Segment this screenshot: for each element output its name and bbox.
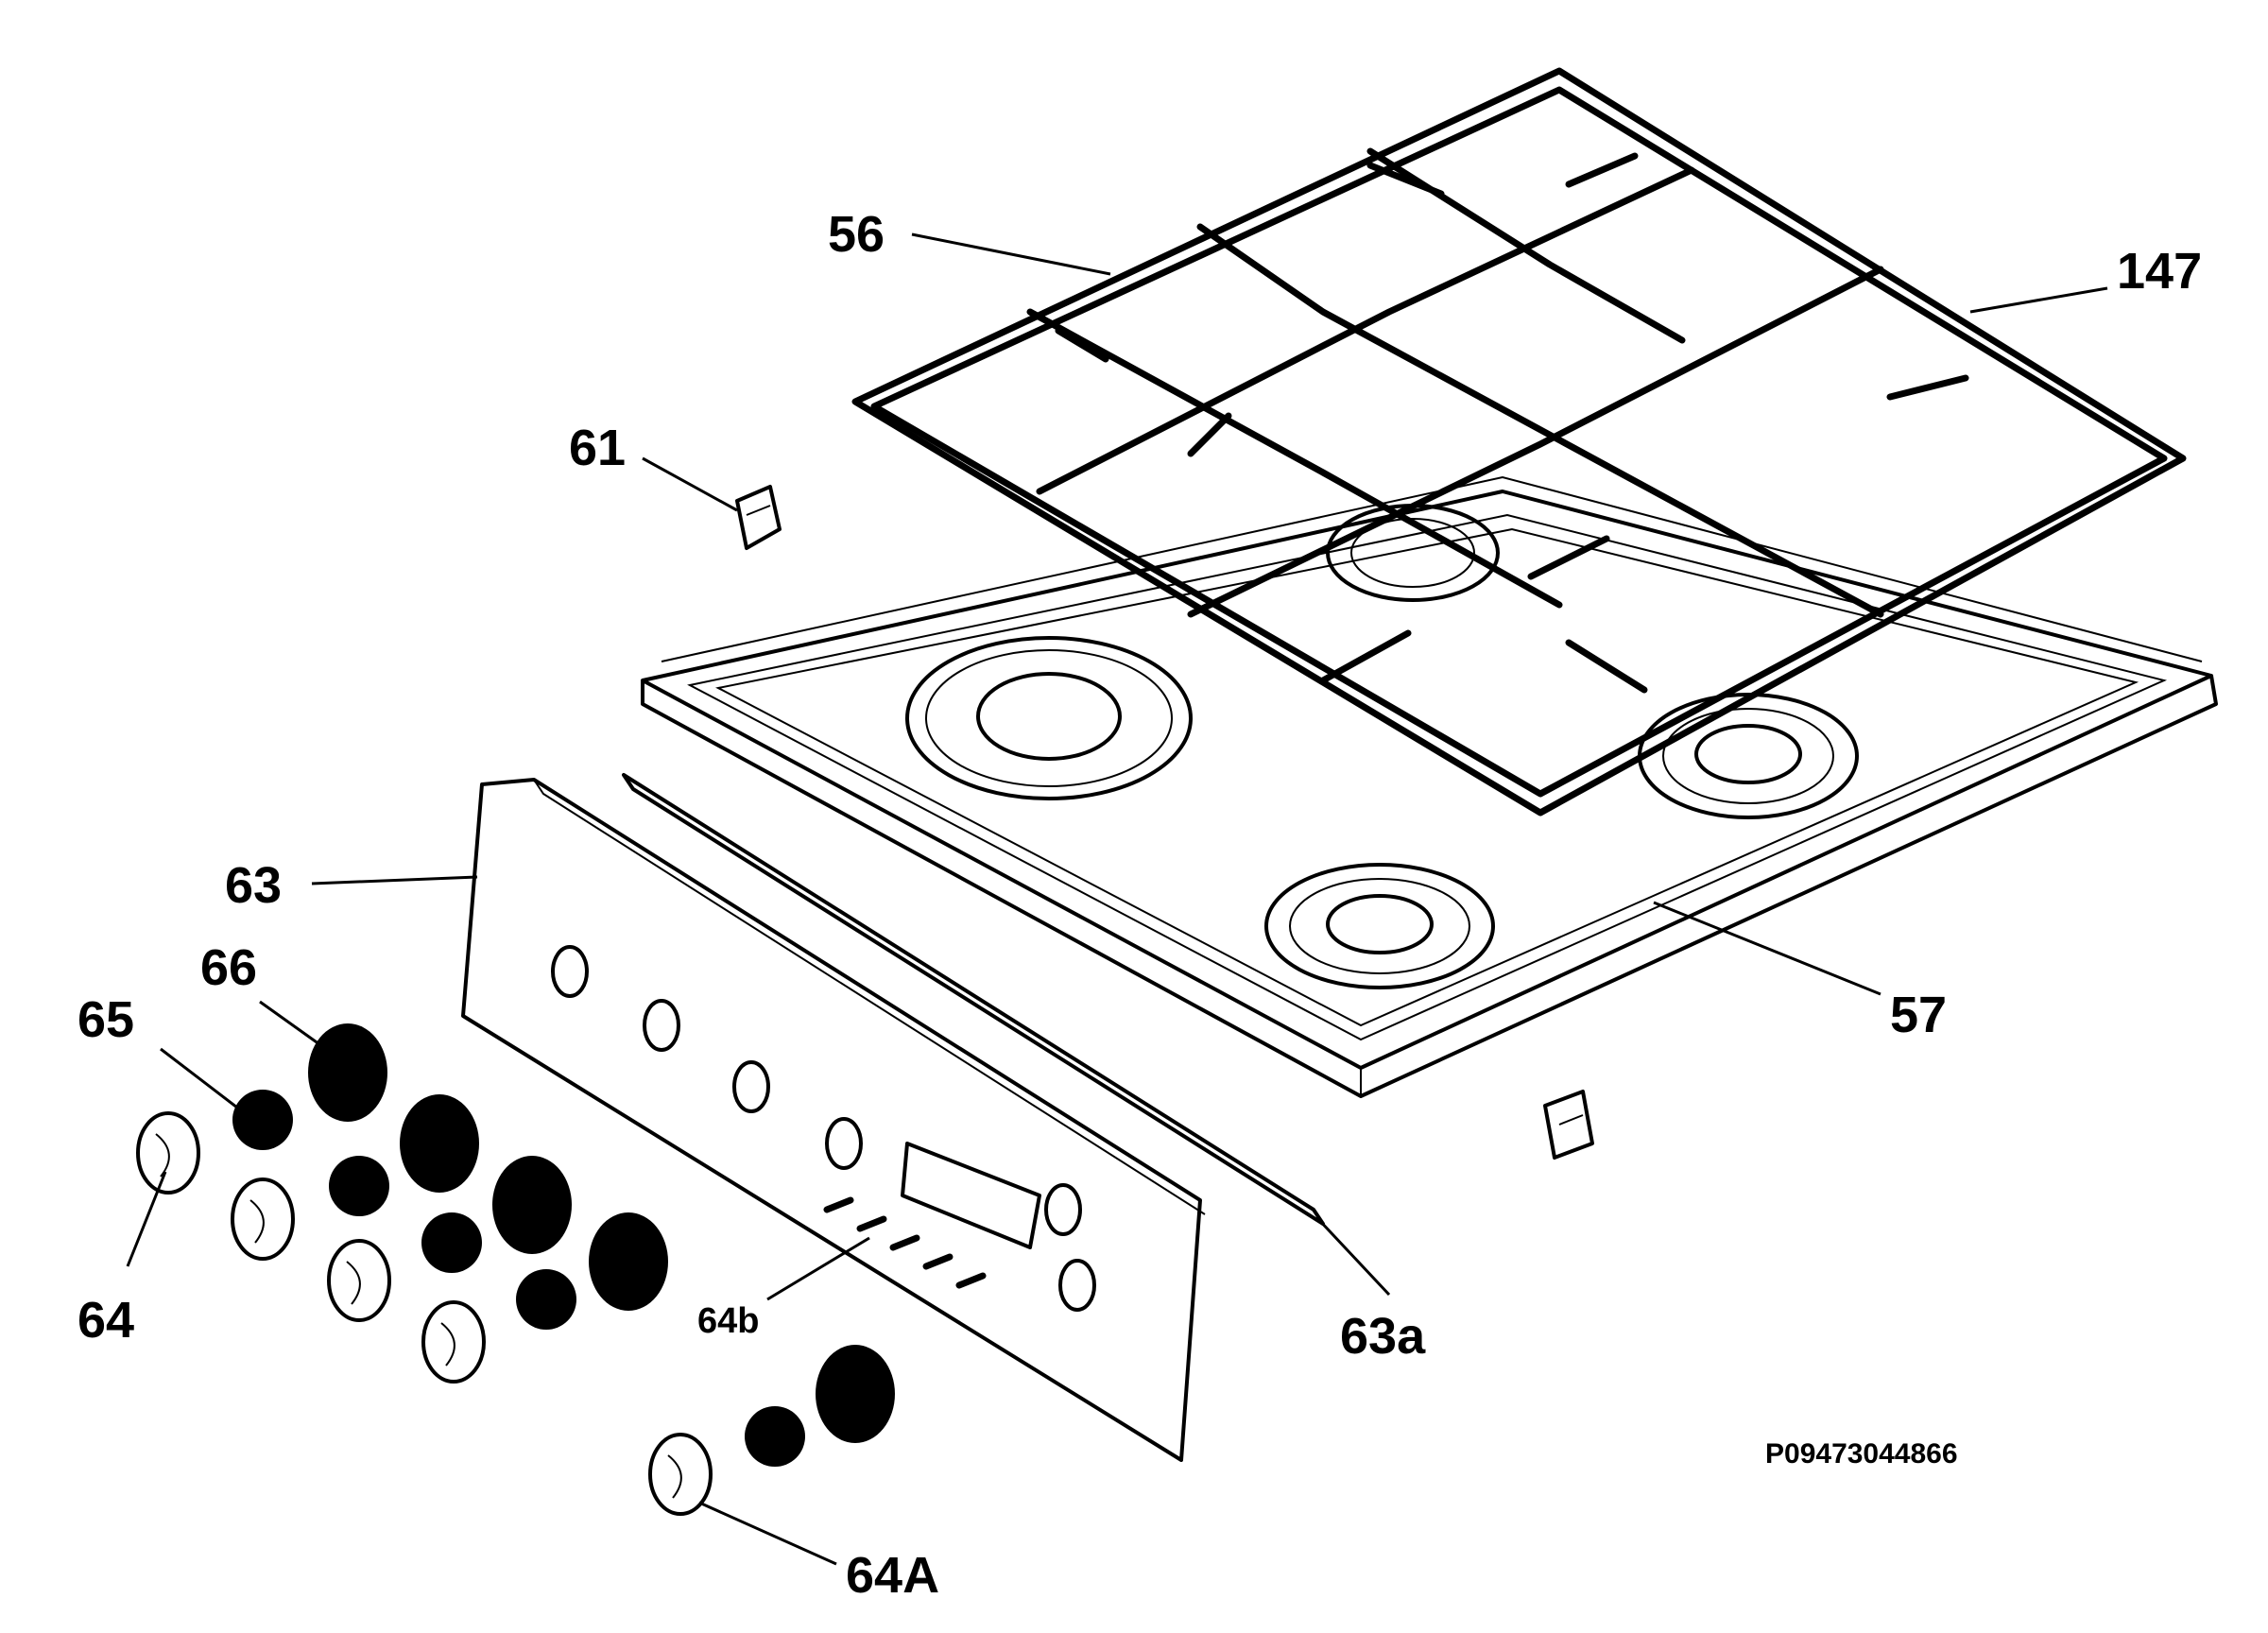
label-64A: 64A — [846, 1547, 939, 1604]
label-61: 61 — [569, 420, 626, 476]
knob-row-4 — [421, 1212, 668, 1384]
knob-row-3 — [327, 1156, 572, 1322]
knob-row-1 — [136, 1023, 387, 1195]
knob-row-2 — [231, 1094, 479, 1261]
reference-code: P09473044866 — [1765, 1438, 1958, 1470]
leader-lines — [126, 232, 2108, 1566]
label-66: 66 — [200, 939, 257, 996]
clip-right — [1543, 1090, 1594, 1160]
label-63a: 63a — [1340, 1308, 1426, 1365]
burner-front-left — [905, 636, 1193, 800]
label-63: 63 — [225, 857, 282, 914]
pan-support-grid — [851, 67, 2187, 816]
hob-top-plate — [641, 475, 2218, 1098]
label-65: 65 — [77, 991, 134, 1048]
label-64b: 64b — [697, 1301, 759, 1341]
label-56: 56 — [828, 206, 885, 263]
label-64: 64 — [77, 1292, 134, 1349]
front-strip — [622, 773, 1325, 1226]
burner-right — [1638, 693, 1859, 819]
clip-left — [735, 485, 782, 550]
label-147: 147 — [2117, 243, 2202, 300]
burner-front-center — [1264, 863, 1495, 989]
label-57: 57 — [1890, 987, 1947, 1043]
control-panel — [461, 778, 1206, 1462]
knob-row-5 — [648, 1345, 895, 1516]
